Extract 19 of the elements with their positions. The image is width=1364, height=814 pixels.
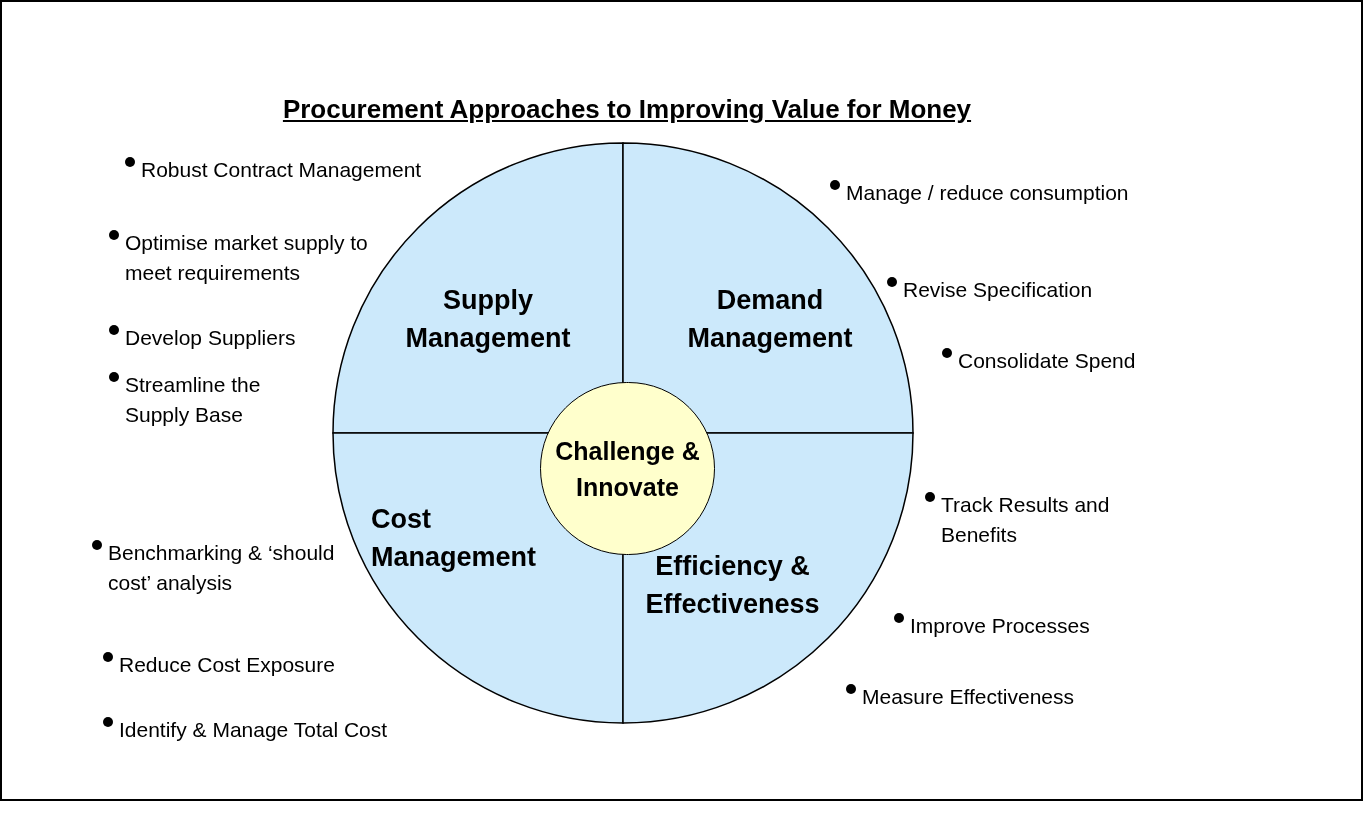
bullet-text: Revise Specification (903, 277, 1094, 303)
center-title: Challenge & Innovate (554, 435, 701, 503)
bullet-text: Robust Contract Management (141, 157, 423, 183)
bullet-text: Improve Processes (910, 613, 1091, 639)
bullet-text: Streamline the Supply Base (125, 372, 262, 428)
bullet-text: Consolidate Spend (958, 348, 1137, 374)
quadrant-title: Cost Management (371, 503, 538, 574)
quadrant-title: Demand Management (686, 284, 854, 355)
bullet-text: Optimise market supply to meet requirements (125, 230, 369, 286)
bullet-text: Reduce Cost Exposure (119, 652, 336, 678)
quadrant-title: Efficiency & Effectiveness (644, 550, 821, 621)
diagram-title: Procurement Approaches to Improving Value for Money (281, 93, 973, 126)
quadrant-title: Supply Management (404, 284, 572, 355)
bullet-text: Identify & Manage Total Cost (119, 717, 389, 743)
bullet-text: Track Results and Benefits (941, 492, 1111, 548)
bullet-text: Develop Suppliers (125, 325, 297, 351)
bullet-text: Measure Effectiveness (862, 684, 1076, 710)
bullet-text: Benchmarking & ‘should cost’ analysis (108, 540, 336, 596)
bullet-text: Manage / reduce consumption (846, 180, 1130, 206)
